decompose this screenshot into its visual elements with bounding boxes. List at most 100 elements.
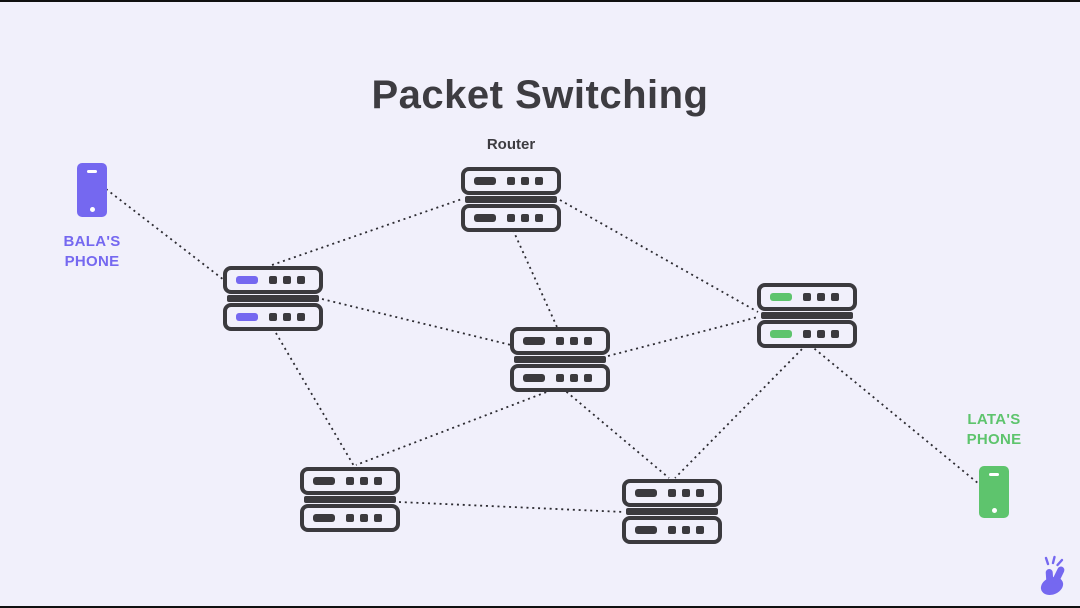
lata-phone-icon — [979, 466, 1009, 518]
router-port-square — [817, 330, 825, 338]
edge-router-top-router-right — [559, 199, 759, 313]
router-icon-bottom-left — [300, 467, 400, 532]
router-icon-bottom-center — [622, 479, 722, 544]
router-chassis — [622, 479, 722, 507]
router-icon-center — [510, 327, 610, 392]
router-port-square — [507, 177, 515, 185]
router-chassis — [300, 504, 400, 532]
phone-speaker — [989, 473, 999, 476]
router-chassis — [223, 266, 323, 294]
router-led-strip — [236, 313, 258, 321]
edge-router-center-router-bottom-center — [561, 387, 670, 479]
router-port-square — [696, 526, 704, 534]
router-led-strip — [770, 293, 792, 301]
router-middle-bar — [761, 312, 853, 319]
router-port-square — [584, 374, 592, 382]
edge-router-center-router-right — [607, 316, 759, 357]
router-port-square — [803, 293, 811, 301]
router-led-strip — [635, 489, 657, 497]
edge-router-right-router-bottom-center — [674, 344, 807, 479]
router-port-square — [556, 337, 564, 345]
router-led-strip — [770, 330, 792, 338]
router-port-square — [283, 276, 291, 284]
router-port-square — [346, 477, 354, 485]
bala-phone-label: BALA'S PHONE — [50, 232, 134, 272]
router-middle-bar — [227, 295, 319, 302]
router-led-strip — [313, 514, 335, 522]
bala-phone-label-line1: BALA'S — [63, 233, 121, 250]
page-title: Packet Switching — [371, 72, 709, 117]
router-led-strip — [474, 214, 496, 222]
phone-speaker — [87, 170, 97, 173]
router-middle-bar — [304, 496, 396, 503]
lata-phone-label-line2: PHONE — [966, 431, 1022, 448]
router-chassis — [757, 283, 857, 311]
edge-router-center-router-bottom-left — [355, 387, 558, 466]
lata-phone-label: LATA'S PHONE — [952, 410, 1036, 450]
edge-router-left-router-center — [321, 298, 512, 346]
phone-home-button — [89, 207, 95, 212]
bala-phone-icon — [77, 163, 107, 217]
router-chassis — [510, 327, 610, 355]
router-led-strip — [523, 337, 545, 345]
router-port-square — [831, 293, 839, 301]
lata-phone-label-line1: LATA'S — [967, 411, 1021, 428]
router-port-square — [682, 489, 690, 497]
router-chassis — [622, 516, 722, 544]
router-chassis — [757, 320, 857, 348]
router-led-strip — [523, 374, 545, 382]
router-icon-right — [757, 283, 857, 348]
router-port-square — [374, 477, 382, 485]
router-chassis — [510, 364, 610, 392]
router-port-square — [570, 337, 578, 345]
router-port-square — [297, 313, 305, 321]
router-port-square — [584, 337, 592, 345]
router-port-square — [668, 489, 676, 497]
edge-router-right-lata-phone — [809, 344, 980, 485]
snap-fingers-logo-icon — [1040, 555, 1065, 595]
router-middle-bar — [465, 196, 557, 203]
router-port-square — [803, 330, 811, 338]
screen-edge-top — [0, 0, 1080, 2]
edge-router-left-router-top — [271, 198, 463, 266]
router-port-square — [507, 214, 515, 222]
router-led-strip — [635, 526, 657, 534]
router-port-square — [570, 374, 578, 382]
router-port-square — [297, 276, 305, 284]
router-port-square — [668, 526, 676, 534]
router-port-square — [269, 276, 277, 284]
bala-phone-label-line2: PHONE — [64, 253, 120, 270]
router-port-square — [360, 514, 368, 522]
router-chassis — [223, 303, 323, 331]
router-port-square — [817, 293, 825, 301]
router-led-strip — [474, 177, 496, 185]
screen-edge-bottom — [0, 606, 1080, 608]
router-caption: Router — [486, 136, 536, 153]
router-port-square — [535, 177, 543, 185]
router-led-strip — [236, 276, 258, 284]
router-port-square — [696, 489, 704, 497]
router-middle-bar — [514, 356, 606, 363]
router-port-square — [682, 526, 690, 534]
router-port-square — [346, 514, 354, 522]
router-port-square — [374, 514, 382, 522]
router-port-square — [269, 313, 277, 321]
router-port-square — [521, 214, 529, 222]
edge-router-bottom-left-router-bottom-center — [398, 501, 625, 513]
router-icon-top — [461, 167, 561, 232]
router-icon-left — [223, 266, 323, 331]
router-middle-bar — [626, 508, 718, 515]
router-port-square — [521, 177, 529, 185]
phone-home-button — [991, 508, 997, 513]
router-chassis — [300, 467, 400, 495]
router-chassis — [461, 167, 561, 195]
edge-router-top-router-center — [512, 229, 558, 328]
router-port-square — [831, 330, 839, 338]
router-chassis — [461, 204, 561, 232]
edge-bala-phone-router-left — [105, 188, 225, 281]
router-port-square — [535, 214, 543, 222]
edge-router-left-router-bottom-left — [272, 327, 355, 467]
router-port-square — [556, 374, 564, 382]
router-led-strip — [313, 477, 335, 485]
router-port-square — [360, 477, 368, 485]
